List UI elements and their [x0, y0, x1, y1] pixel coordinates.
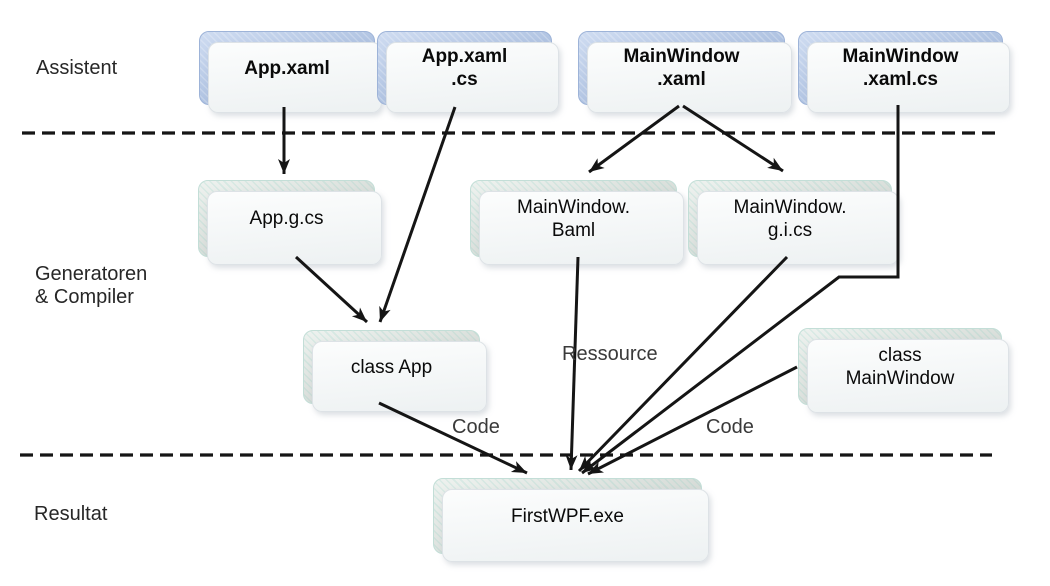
edge-mainwindow-xaml-to-baml	[588, 104, 680, 174]
edge-class-mainwindow-to-exe-code	[587, 365, 798, 476]
node-app-g-cs: App.g.cs	[198, 180, 382, 265]
node-app-xaml: App.xaml	[199, 31, 382, 113]
section-label-assistent: Assistent	[36, 57, 118, 79]
node-app-g-cs-label: App.g.cs	[249, 208, 324, 229]
edge-label-code-right: Code	[706, 416, 754, 438]
node-mainwindow-g-i-cs-label: MainWindow. g.i.cs	[733, 196, 847, 241]
edge-app-g-cs-to-class-app	[294, 255, 369, 324]
edge-label-code-left: Code	[452, 416, 500, 438]
node-mainwindow-xaml-cs-label: MainWindow .xaml.cs	[842, 46, 959, 90]
section-label-generatoren-compiler: Generatoren & Compiler	[35, 263, 148, 308]
section-label-resultat: Resultat	[34, 503, 108, 525]
node-mainwindow-baml-label: MainWindow. Baml	[517, 196, 630, 241]
node-class-app-label: class App	[350, 356, 433, 378]
node-class-mainwindow: class MainWindow	[798, 328, 1009, 413]
node-app-xaml-cs: App.xaml .cs	[377, 31, 559, 113]
node-firstwpf-exe: FirstWPF.exe	[433, 478, 709, 562]
node-mainwindow-g-i-cs: MainWindow. g.i.cs	[688, 180, 899, 265]
node-firstwpf-exe-label: FirstWPF.exe	[511, 505, 624, 527]
node-class-mainwindow-label: class MainWindow	[845, 344, 955, 389]
node-mainwindow-xaml: MainWindow .xaml	[578, 31, 792, 113]
node-app-xaml-label: App.xaml	[244, 57, 330, 79]
edge-app-xaml-cs-to-class-app	[378, 106, 457, 323]
node-class-app: class App	[303, 330, 487, 412]
node-mainwindow-baml: MainWindow. Baml	[470, 180, 684, 265]
node-mainwindow-xaml-cs: MainWindow .xaml.cs	[798, 31, 1010, 113]
node-mainwindow-xaml-label: MainWindow .xaml	[623, 46, 740, 90]
edge-label-ressource: Ressource	[562, 343, 658, 365]
node-app-xaml-cs-label: App.xaml .cs	[421, 46, 508, 90]
edge-mainwindow-xaml-to-g-i-cs	[682, 104, 784, 173]
